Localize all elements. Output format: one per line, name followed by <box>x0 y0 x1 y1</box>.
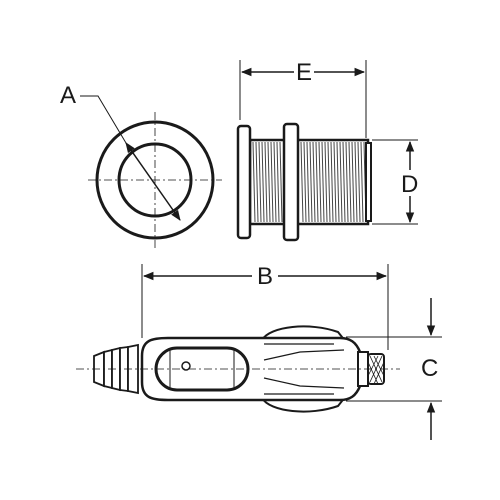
thread-line <box>330 141 334 223</box>
thread-line <box>270 141 274 223</box>
body-ridges <box>264 343 334 395</box>
thread-line <box>261 141 265 223</box>
locking-nut <box>282 122 300 242</box>
dimension-e-label: E <box>296 59 312 86</box>
thread-line <box>267 141 271 223</box>
thread-lines <box>252 141 367 223</box>
thread-line <box>273 141 277 223</box>
thread-end <box>365 142 372 222</box>
indicator-led <box>181 361 191 371</box>
dimension-d-label: D <box>401 171 418 198</box>
thread-line <box>345 141 349 223</box>
thread-line <box>351 141 355 223</box>
thread-line <box>312 141 316 223</box>
thread-line <box>276 141 280 223</box>
dimension-e <box>239 60 367 138</box>
thread-line <box>360 141 364 223</box>
thread-line <box>321 141 325 223</box>
knurl-pattern <box>367 355 385 385</box>
dimension-c <box>346 298 442 440</box>
side-view-socket <box>236 122 372 242</box>
dimension-a-leader <box>80 95 127 144</box>
thread-line <box>348 141 352 223</box>
thread-line <box>306 141 310 223</box>
front-view-socket <box>80 95 222 248</box>
dimension-c-label: C <box>421 355 438 382</box>
thread-line <box>333 141 337 223</box>
thread-line <box>324 141 328 223</box>
plug-side-view <box>76 325 400 413</box>
thread-line <box>279 141 283 223</box>
thread-line <box>255 141 259 223</box>
thread-line <box>264 141 268 223</box>
clip-shadow-lines <box>263 349 345 389</box>
thread-line <box>252 141 256 223</box>
dimension-b <box>141 264 389 350</box>
thread-line <box>303 141 307 223</box>
thread-line <box>327 141 331 223</box>
thread-line <box>357 141 361 223</box>
dimension-a-arrow <box>125 142 181 221</box>
thread-line <box>315 141 319 223</box>
thread-line <box>318 141 322 223</box>
thread-line <box>258 141 262 223</box>
thread-line <box>339 141 343 223</box>
thread-line <box>300 141 304 223</box>
dimension-d <box>372 139 418 225</box>
thread-line <box>354 141 358 223</box>
dimension-a-label: A <box>60 82 76 109</box>
thread-line <box>309 141 313 223</box>
front-flange <box>236 124 252 240</box>
thread-line <box>336 141 340 223</box>
thread-line <box>342 141 346 223</box>
dimension-b-label: B <box>257 263 273 290</box>
